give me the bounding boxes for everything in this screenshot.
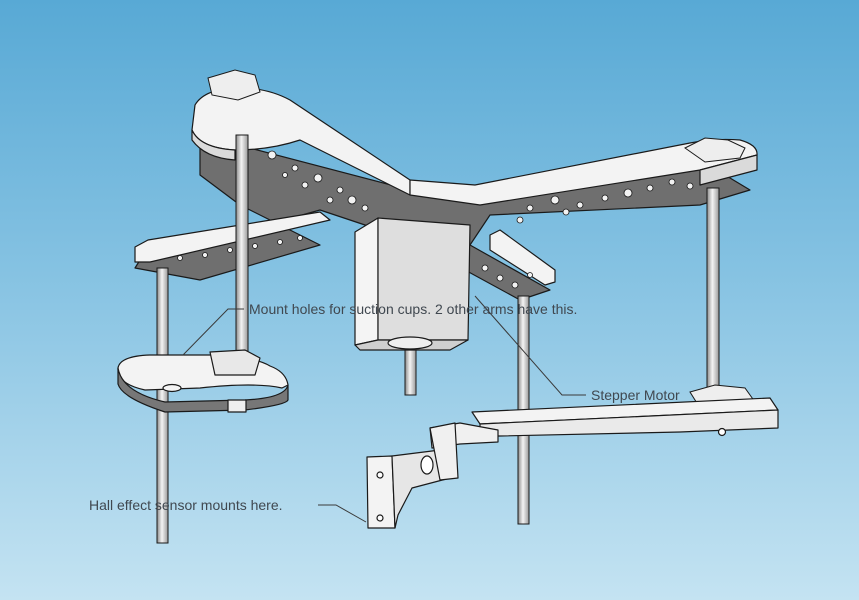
arm-edge-right bbox=[699, 154, 758, 186]
rod-back-right bbox=[706, 187, 720, 399]
motor-left-face bbox=[354, 217, 379, 346]
rod-back-left bbox=[235, 134, 249, 366]
mount-nut bbox=[227, 399, 247, 413]
arm-front-right bbox=[489, 229, 556, 286]
leader-stepper-motor bbox=[474, 295, 586, 396]
leader-hall-sensor bbox=[318, 504, 367, 523]
bracket-upright bbox=[429, 422, 459, 481]
motor-front-face bbox=[377, 217, 471, 341]
mount-hole bbox=[162, 383, 182, 393]
annotation-hall-sensor: Hall effect sensor mounts here. bbox=[89, 497, 283, 513]
plate-holes bbox=[177, 150, 694, 289]
motor-shaft-boss bbox=[387, 336, 433, 350]
clamp-back-right bbox=[684, 137, 746, 163]
mount-collar bbox=[209, 349, 261, 376]
clamp-back-left bbox=[207, 69, 261, 101]
annotation-stepper-motor: Stepper Motor bbox=[591, 387, 680, 403]
leader-lines bbox=[182, 295, 586, 523]
arm-edge-left bbox=[191, 129, 236, 161]
pivot-arm bbox=[429, 397, 779, 449]
annotation-mount-holes: Mount holes for suction cups. 2 other ar… bbox=[249, 301, 578, 317]
leader-mount-holes bbox=[182, 308, 244, 356]
arm-front-left bbox=[134, 211, 331, 263]
hall-sensor-bracket bbox=[366, 422, 459, 529]
arm-pin bbox=[717, 427, 727, 437]
mount-top-face bbox=[117, 354, 289, 391]
stepper-motor bbox=[354, 217, 471, 351]
suction-cup-mount bbox=[117, 349, 289, 413]
cross-plate bbox=[134, 87, 758, 301]
